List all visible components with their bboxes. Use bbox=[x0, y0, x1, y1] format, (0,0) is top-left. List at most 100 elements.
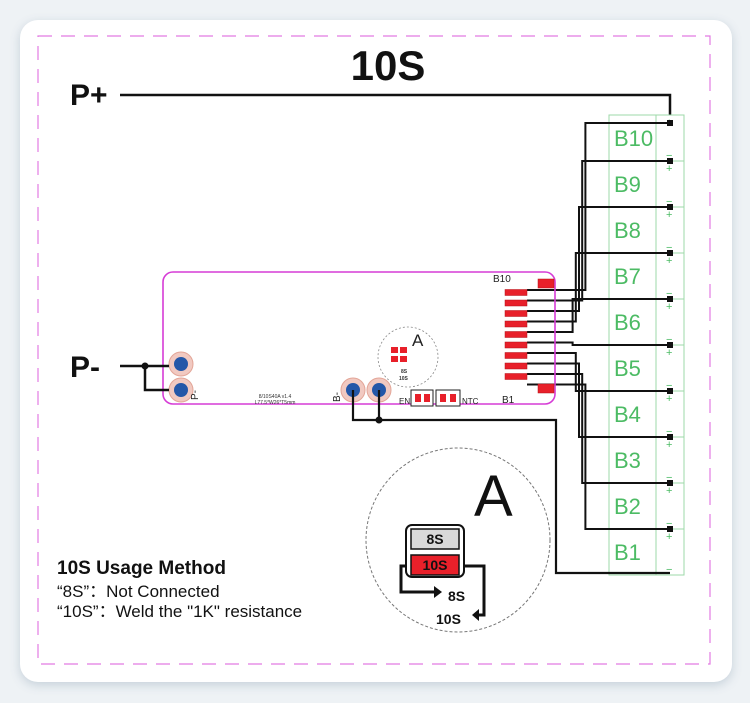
balance-pad bbox=[504, 341, 528, 349]
detail-letter: A bbox=[474, 464, 513, 529]
cell-minus-sign: − bbox=[666, 426, 672, 438]
cell-plus-sign: + bbox=[666, 531, 672, 543]
detail-pad-8s-label: 8S bbox=[426, 531, 443, 547]
detail-pad-10s-label: 10S bbox=[423, 557, 448, 573]
b-minus-wire bbox=[351, 390, 670, 575]
cell-minus-sign: − bbox=[666, 334, 672, 346]
balance-pad bbox=[504, 362, 528, 370]
usage-line-8s: “8S”：Not Connected bbox=[57, 582, 220, 601]
small-pad-10s bbox=[391, 356, 398, 362]
cell-label-b10: B10 bbox=[614, 126, 653, 151]
cell-label-b4: B4 bbox=[614, 402, 641, 427]
detail-callout-a: A 8S 10S 8S 10S bbox=[365, 447, 551, 633]
balance-pad bbox=[504, 310, 528, 317]
small-pad-8s bbox=[391, 347, 398, 353]
cell-tap bbox=[667, 480, 673, 486]
balance-wire bbox=[527, 206, 670, 312]
detail-pad-frame bbox=[405, 524, 465, 578]
en-pin-1 bbox=[415, 394, 421, 402]
balance-wire bbox=[527, 352, 670, 392]
p-minus-pad-label: P- bbox=[190, 390, 201, 400]
small-10s-label: 10S bbox=[399, 376, 409, 382]
detail-arrow-8s-head bbox=[434, 586, 442, 598]
cell-minus-sign: − bbox=[666, 196, 672, 208]
detail-pad-8s bbox=[410, 528, 460, 550]
cell-minus-sign: − bbox=[666, 288, 672, 300]
p-minus-pads: P- bbox=[168, 351, 201, 403]
cell-tap bbox=[667, 296, 673, 302]
cell-plus-sign: + bbox=[666, 485, 672, 497]
cell-label-b5: B5 bbox=[614, 356, 641, 381]
b-minus-pad-label: B- bbox=[332, 392, 343, 402]
cell-label-b1: B1 bbox=[614, 540, 641, 565]
p-minus-label: P- bbox=[70, 351, 100, 384]
balance-wire bbox=[527, 252, 670, 323]
cell-tap bbox=[667, 250, 673, 256]
cell-label-b7: B7 bbox=[614, 264, 641, 289]
p-minus-pad-2 bbox=[174, 383, 188, 397]
cell-tap bbox=[667, 434, 673, 440]
cell-tap bbox=[667, 342, 673, 348]
cell-minus-sign: − bbox=[666, 564, 672, 576]
small-pad-10s-b bbox=[400, 356, 407, 362]
balance-pad bbox=[504, 352, 528, 359]
balance-pad bbox=[504, 289, 528, 296]
cell-plus-sign: + bbox=[666, 439, 672, 451]
cell-tap bbox=[667, 204, 673, 210]
detail-arrow-8s-label: 8S bbox=[448, 588, 465, 604]
p-plus-wire bbox=[120, 93, 672, 115]
balance-wire bbox=[527, 362, 670, 438]
cell-plus-sign: + bbox=[666, 255, 672, 267]
pad-b1-label: B1 bbox=[502, 395, 515, 406]
cell-label-b6: B6 bbox=[614, 310, 641, 335]
balance-pad bbox=[504, 320, 528, 328]
pad-b10-label: B10 bbox=[493, 274, 511, 285]
pcb-outline bbox=[162, 271, 556, 405]
ntc-label: NTC bbox=[462, 397, 479, 406]
detail-pad-10s bbox=[410, 554, 460, 576]
cell-minus-sign: − bbox=[666, 150, 672, 162]
ntc-pin-1 bbox=[440, 394, 446, 402]
cell-label-b8: B8 bbox=[614, 218, 641, 243]
detail-arrow-10s-head bbox=[472, 609, 479, 621]
balance-pads bbox=[504, 278, 555, 394]
balance-wire bbox=[527, 383, 670, 530]
usage-line-10s: “10S”：Weld the "1K" resistance bbox=[57, 602, 302, 621]
balance-wire bbox=[527, 298, 670, 333]
balance-wire bbox=[527, 341, 670, 346]
en-ntc-connector: EN NTC bbox=[399, 389, 479, 407]
cell-minus-sign: − bbox=[666, 242, 672, 254]
balance-pad bbox=[504, 373, 528, 380]
cell-plus-sign: + bbox=[666, 163, 672, 175]
detail-arrow-10s bbox=[464, 564, 486, 617]
balance-pad bbox=[504, 331, 528, 338]
cell-tap bbox=[667, 120, 673, 126]
cell-plus-sign: + bbox=[666, 393, 672, 405]
usage-heading: 10S Usage Method bbox=[57, 558, 226, 579]
model-line-2: L77.5*W26*T5mm bbox=[255, 400, 296, 406]
cell-minus-sign: − bbox=[666, 472, 672, 484]
cell-label-b3: B3 bbox=[614, 448, 641, 473]
detail-arrow-10s-label: 10S bbox=[436, 611, 461, 627]
p-plus-label: P+ bbox=[70, 79, 108, 112]
cell-tap bbox=[667, 158, 673, 164]
balance-pad bbox=[537, 278, 555, 289]
small-callout-circle bbox=[377, 326, 439, 388]
cell-tap bbox=[667, 526, 673, 532]
cell-label-b9: B9 bbox=[614, 172, 641, 197]
small-8s-label: 8S bbox=[401, 369, 408, 375]
ntc-connector bbox=[435, 389, 461, 407]
diagram-title: 10S bbox=[351, 42, 426, 89]
cell-plus-sign: + bbox=[666, 209, 672, 221]
b-minus-pads: B- bbox=[332, 377, 392, 403]
balance-pad bbox=[537, 383, 555, 394]
balance-pad bbox=[504, 299, 528, 307]
p-minus-junction bbox=[141, 362, 149, 370]
cell-tap bbox=[667, 388, 673, 394]
small-pad-8s-b bbox=[400, 347, 407, 353]
cell-minus-sign: − bbox=[666, 380, 672, 392]
cell-minus-sign: − bbox=[666, 518, 672, 530]
cell-label-b2: B2 bbox=[614, 494, 641, 519]
ntc-pin-2 bbox=[450, 394, 456, 402]
